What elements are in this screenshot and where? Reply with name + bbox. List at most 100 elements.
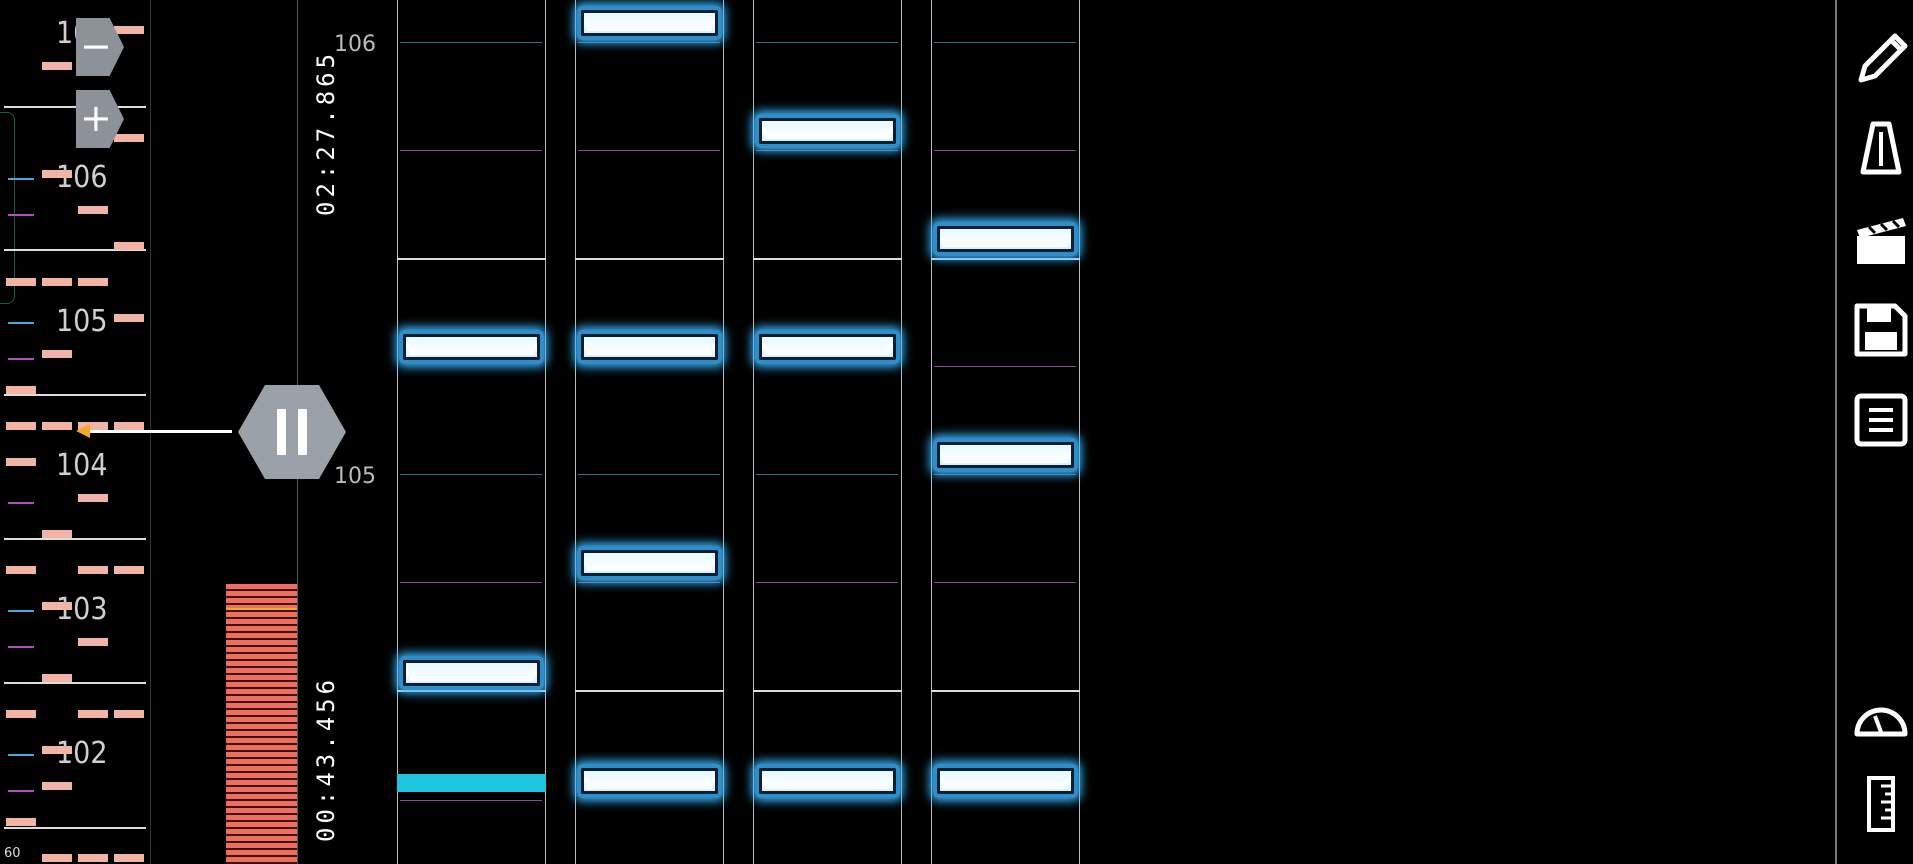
minimap-note [6,818,36,826]
minimap-note [114,566,144,574]
beat-line [756,474,898,475]
beat-line [578,150,720,151]
beat-line [400,42,542,43]
beat-line [578,582,720,583]
measure-line [397,258,546,260]
note[interactable] [933,222,1078,256]
minimap-note [42,422,72,430]
beat-line [756,150,898,151]
minimap-note [6,422,36,430]
minimap-cursor-line [86,430,232,433]
minimap-corner-label: 60 [4,846,21,861]
beat-line [400,582,542,583]
note[interactable] [577,330,722,364]
minimap-measure-line [4,249,146,251]
list-icon[interactable] [1851,390,1911,450]
minimap-measure-number: 105 [56,304,108,339]
beat-line [400,474,542,475]
note[interactable] [755,764,900,798]
measure-line [931,258,1080,260]
minimap-beat-tick [8,790,34,792]
minimap-beat-tick [8,358,34,360]
metronome-icon[interactable] [1851,118,1911,178]
minimap-note [114,134,144,142]
minimap-measure-line [4,538,146,540]
minimap-note [6,386,36,394]
measure-line [575,258,724,260]
minimap-beat-tick [8,610,34,612]
beat-line [934,366,1076,367]
beat-line [578,474,720,475]
measure-line [575,690,724,692]
clapperboard-icon[interactable] [1851,210,1911,270]
edge-bracket [0,112,15,304]
current-time: 00:43.456 [312,675,340,842]
note[interactable] [399,656,544,690]
minimap-beat-tick [8,754,34,756]
minimap-note [42,170,72,178]
pencil-icon[interactable] [1851,30,1911,90]
minimap-note [114,314,144,322]
minimap-note [6,710,36,718]
minimap-note [42,674,72,682]
note[interactable] [755,114,900,148]
lane-1[interactable] [397,0,546,864]
minimap-measure-line [4,827,146,829]
measure-label-mid: 105 [334,464,376,489]
minimap-note [78,854,108,862]
minimap-note [114,242,144,250]
beat-line [934,42,1076,43]
minimap-note [6,566,36,574]
note[interactable] [577,546,722,580]
density-graph [226,584,298,864]
minimap-note [42,602,72,610]
lane-2[interactable] [575,0,724,864]
minimap-note [42,854,72,862]
minimap-note [78,206,108,214]
minimap-note [114,854,144,862]
measure-line [397,690,546,692]
minimap-beat-tick [8,178,34,180]
beat-line [934,150,1076,151]
pause-icon [277,409,307,455]
ruler-icon[interactable] [1851,774,1911,834]
minimap-note [6,458,36,466]
beat-line [756,582,898,583]
minimap-note [42,278,72,286]
note[interactable] [755,330,900,364]
lane-3[interactable] [753,0,902,864]
minimap-measure-line [4,394,146,396]
beat-line [934,582,1076,583]
minimap-beat-tick [8,646,34,648]
minimap-measure-line [4,682,146,684]
minimap-note [78,638,108,646]
tool-sidebar [1835,0,1913,864]
note[interactable] [933,764,1078,798]
minimap-note [78,278,108,286]
minimap-note [78,710,108,718]
minimap-note [42,350,72,358]
note[interactable] [399,330,544,364]
note[interactable] [933,438,1078,472]
beat-line [400,800,542,801]
beat-line [756,42,898,43]
measure-line [931,690,1080,692]
pause-button[interactable] [238,385,346,479]
measure-line [753,690,902,692]
minimap-note [78,566,108,574]
minimap-beat-tick [8,322,34,324]
note[interactable] [577,6,722,40]
playhead [397,774,546,792]
minimap-beat-tick [8,214,34,216]
beat-line [400,150,542,151]
speedometer-icon[interactable] [1851,686,1911,746]
minimap-note [78,422,108,430]
note[interactable] [577,764,722,798]
minimap-note [42,782,72,790]
lane-4[interactable] [931,0,1080,864]
minimap-note [42,62,72,70]
save-icon[interactable] [1851,300,1911,360]
measure-line [753,258,902,260]
minimap-measure-line [4,106,146,108]
minimap[interactable]: 107 106 105 104 103 102 60 [0,0,151,864]
